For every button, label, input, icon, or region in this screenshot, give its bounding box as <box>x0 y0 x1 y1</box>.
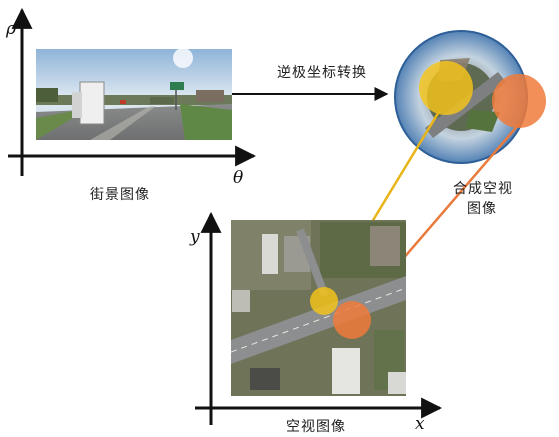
aerial-yellow-marker <box>310 287 338 315</box>
transform-label: 逆极坐标转换 <box>277 65 367 81</box>
aerial-caption: 空视图像 <box>286 419 346 435</box>
theta-axis-label: θ <box>233 168 244 188</box>
rho-axis-label: ρ <box>6 19 16 39</box>
aerial-image <box>231 220 406 396</box>
synthetic-caption-line1: 合成空视 <box>453 181 513 197</box>
synthetic-orange-marker <box>492 74 546 128</box>
synthetic-caption-line2: 图像 <box>467 201 497 217</box>
street-axes <box>8 7 257 176</box>
synthetic-yellow-marker <box>419 61 473 115</box>
x-axis-label: x <box>415 414 425 434</box>
y-axis-label: y <box>190 227 200 247</box>
aerial-axes <box>195 211 443 425</box>
aerial-orange-marker <box>333 301 371 339</box>
street-view-caption: 街景图像 <box>90 187 150 203</box>
street-view-image <box>36 49 232 140</box>
synthetic-aerial-image <box>394 30 546 164</box>
